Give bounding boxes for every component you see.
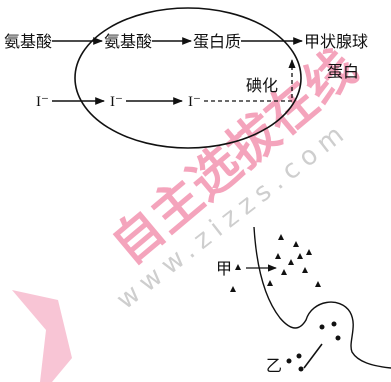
molecule-triangle xyxy=(230,286,236,292)
molecule-triangle xyxy=(297,253,303,259)
dashed-iodination-path xyxy=(204,59,296,102)
molecule-dot xyxy=(298,366,304,372)
molecule-triangle xyxy=(275,253,281,259)
molecule-triangle xyxy=(278,234,284,240)
watermark: 自主选拔在线 www.zizzs.com xyxy=(12,38,368,382)
molecule-triangle xyxy=(288,259,294,265)
cell-membrane xyxy=(253,226,391,369)
vesicle-opening-line xyxy=(303,343,323,369)
label-jia: 甲 xyxy=(216,259,232,278)
protein-label: 蛋白质 xyxy=(193,32,241,51)
molecule-triangle xyxy=(315,281,321,287)
transport-diagram: 甲 乙 xyxy=(216,226,391,375)
molecule-dot xyxy=(319,324,325,330)
molecule-dot xyxy=(296,353,302,359)
molecule-dot xyxy=(286,358,292,364)
molecule-triangle xyxy=(281,269,287,275)
molecule-dot xyxy=(331,321,337,327)
watermark-logo xyxy=(12,290,72,382)
iodide-inside-label: I⁻ xyxy=(110,94,123,110)
label-yi: 乙 xyxy=(266,356,282,375)
molecule-triangle xyxy=(306,249,312,255)
amino-acid-outside-label: 氨基酸 xyxy=(4,32,52,51)
amino-acid-inside-label: 氨基酸 xyxy=(104,32,152,51)
synthesis-diagram: 氨基酸 氨基酸 蛋白质 甲状腺球 蛋白 I⁻ I⁻ I⁻ 碘化 xyxy=(4,7,368,149)
vesicle-contents xyxy=(319,321,341,341)
thyroglobulin-label-line2: 蛋白 xyxy=(327,62,359,81)
iodide-oxidized-label: I⁻ xyxy=(188,94,201,110)
molecule-cluster xyxy=(267,234,321,287)
molecule-triangle xyxy=(267,280,273,286)
thyroglobulin-label-line1: 甲状腺球 xyxy=(304,32,368,51)
molecule-jia-triangle xyxy=(235,264,241,270)
cell-ellipse xyxy=(74,7,302,149)
molecule-dot xyxy=(335,335,341,341)
iodination-label: 碘化 xyxy=(246,76,278,95)
iodide-outside-label: I⁻ xyxy=(36,94,49,110)
secreted-molecules xyxy=(286,353,304,372)
molecule-triangle xyxy=(293,241,299,247)
molecule-triangle xyxy=(302,267,308,273)
